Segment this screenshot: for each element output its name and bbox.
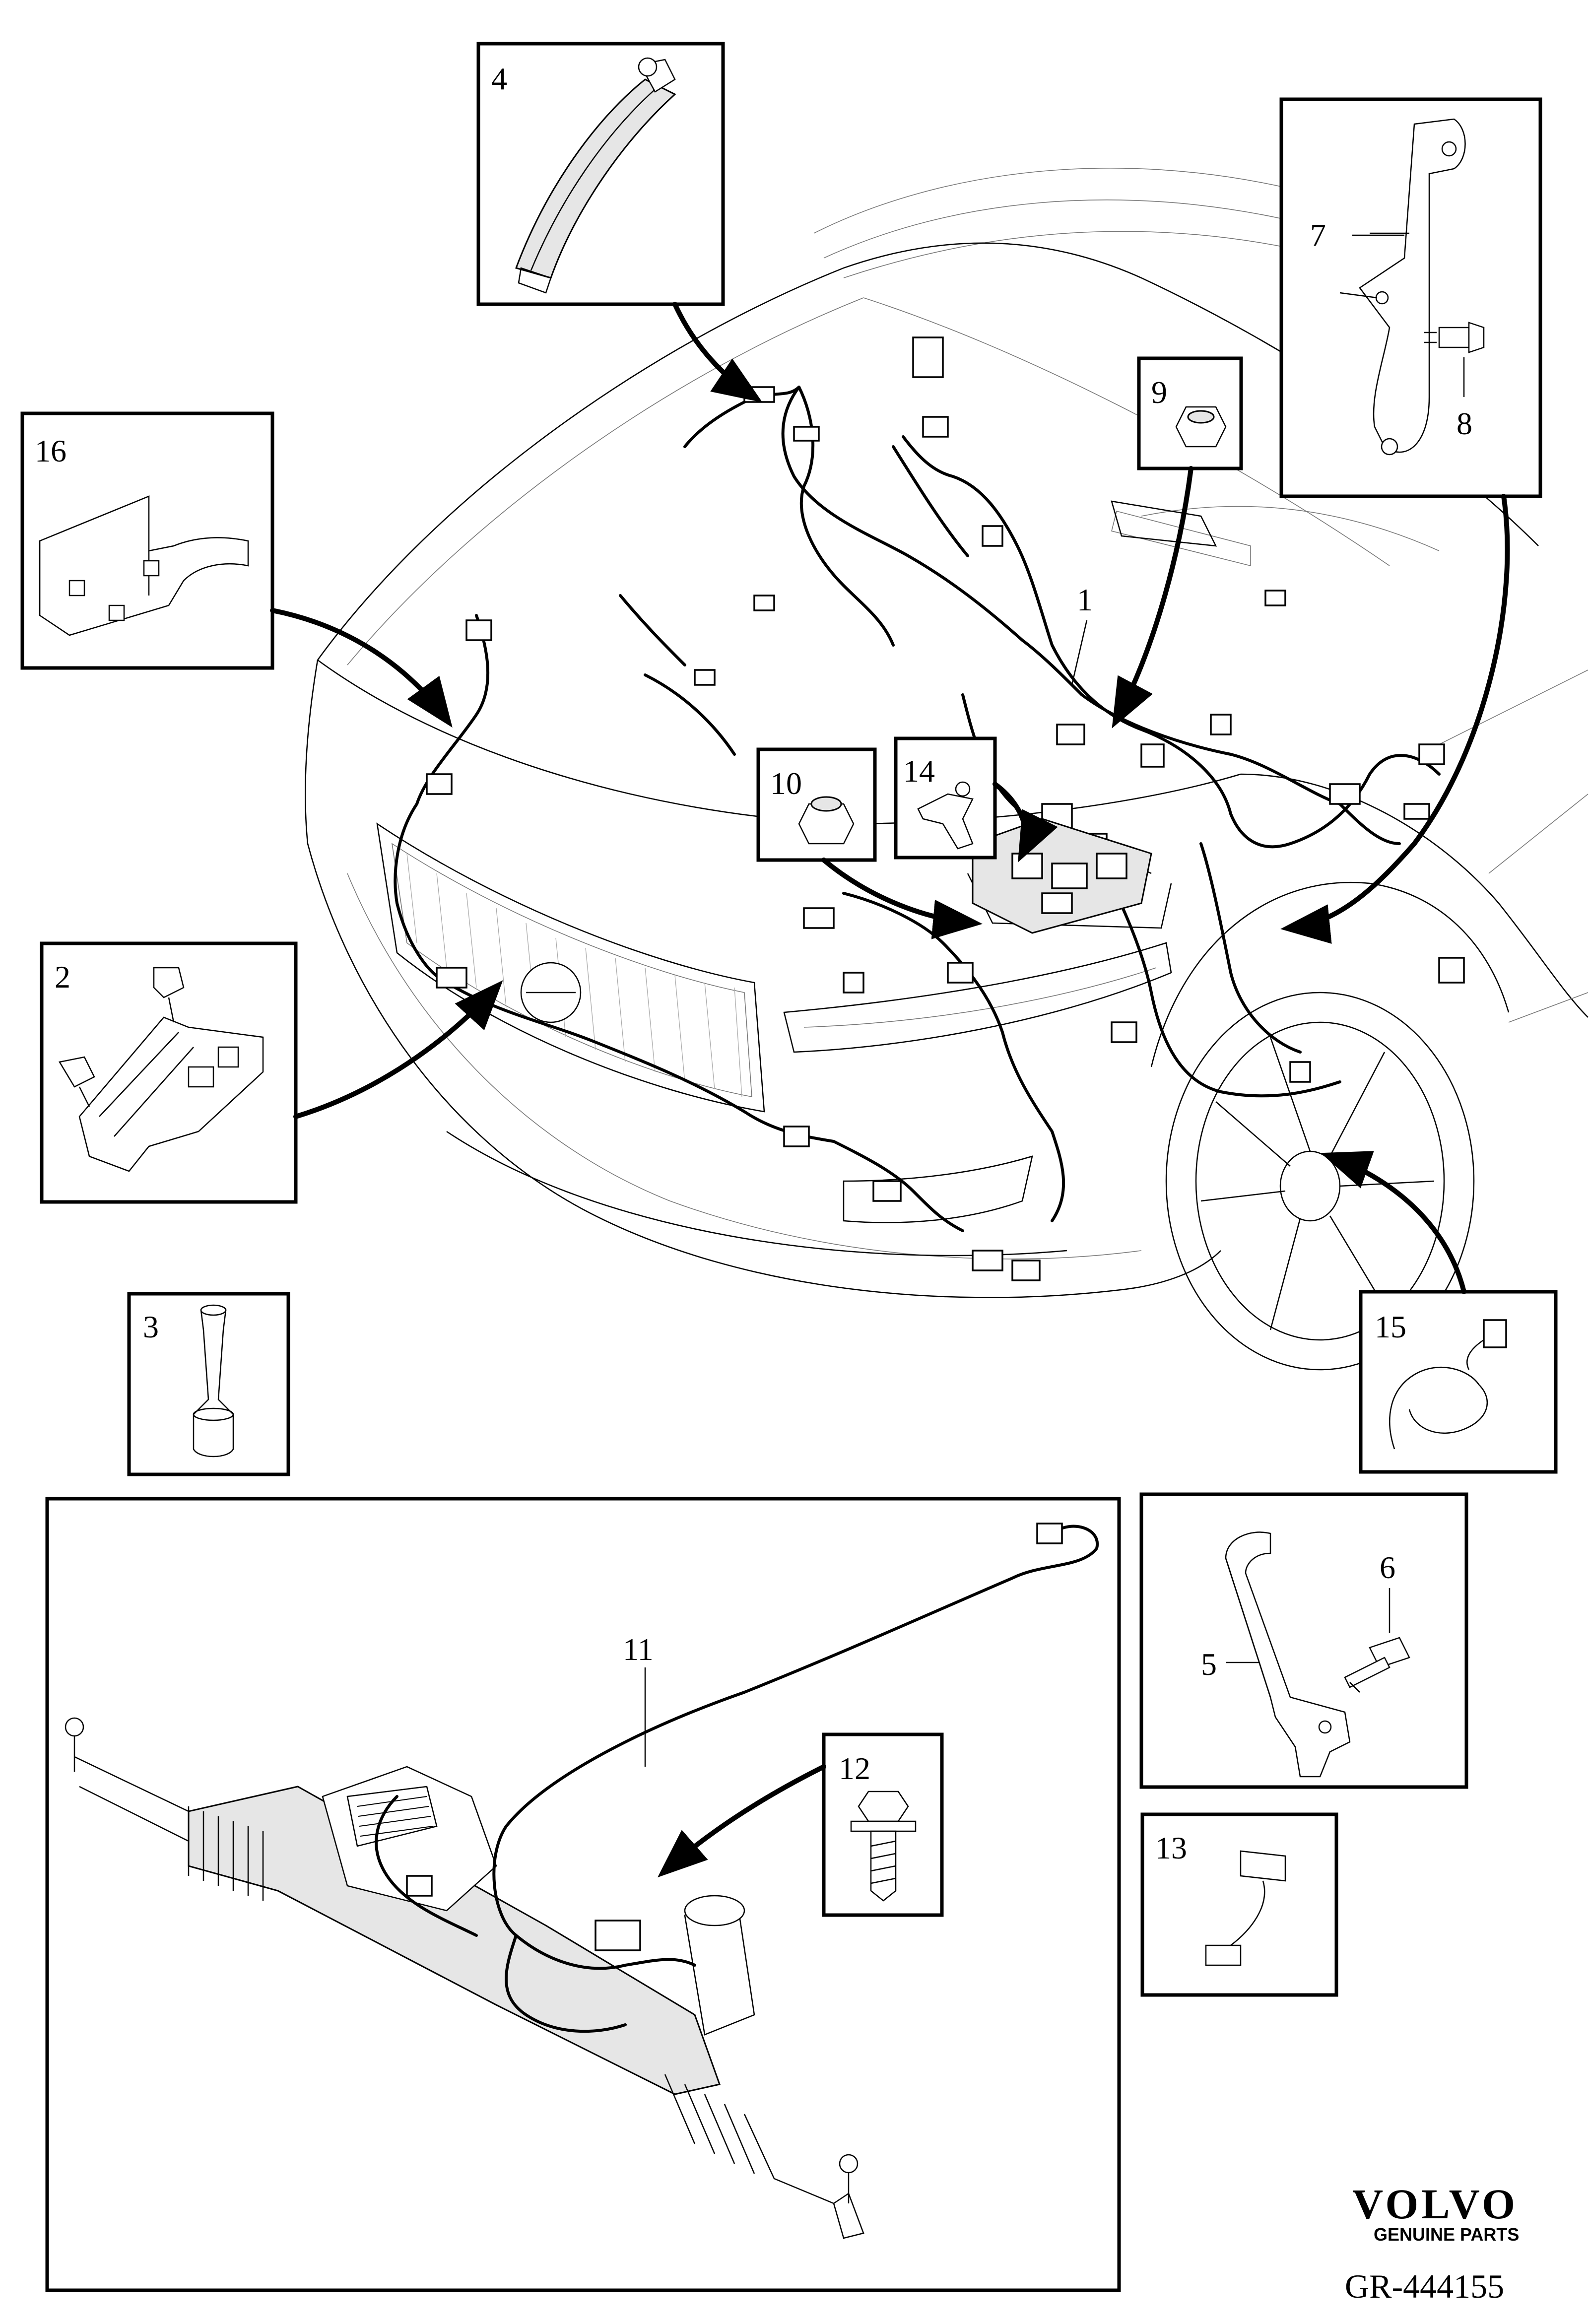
leader-arrow-10 bbox=[821, 858, 983, 939]
callout-16: 16 bbox=[35, 433, 66, 468]
detail-box-7-8: 7 8 bbox=[1279, 97, 1542, 498]
callout-12: 12 bbox=[839, 1751, 870, 1786]
detail-box-5-6: 6 5 bbox=[1139, 1492, 1468, 1789]
callout-1: 1 bbox=[1077, 582, 1093, 617]
callout-7: 7 bbox=[1310, 217, 1326, 253]
leader-arrow-9 bbox=[1112, 466, 1193, 729]
relay-box bbox=[972, 818, 1152, 934]
leader-arrow-12 bbox=[657, 1764, 826, 1878]
callout-11: 11 bbox=[623, 1632, 654, 1667]
diagram-reference: GR-444155 bbox=[1345, 2267, 1504, 2305]
callout-9: 9 bbox=[1151, 375, 1167, 410]
branding-block: VOLVO GENUINE PARTS GR-444155 bbox=[1345, 2180, 1519, 2305]
callout-4: 4 bbox=[491, 61, 507, 96]
detail-box-13: 13 bbox=[1140, 1812, 1338, 1997]
callout-5: 5 bbox=[1201, 1647, 1217, 1682]
callout-10: 10 bbox=[770, 766, 802, 801]
callout-3: 3 bbox=[143, 1309, 159, 1344]
detail-box-15: 15 bbox=[1359, 1290, 1558, 1474]
detail-box-12: 12 bbox=[822, 1732, 944, 1917]
callout-6: 6 bbox=[1380, 1550, 1395, 1585]
callout-15: 15 bbox=[1375, 1309, 1406, 1344]
leader-arrow-16 bbox=[270, 608, 453, 728]
detail-box-10: 10 bbox=[756, 747, 877, 862]
detail-box-4: 4 bbox=[476, 42, 725, 306]
leader-arrow-7-8 bbox=[1280, 494, 1510, 944]
callout-13: 13 bbox=[1155, 1830, 1187, 1865]
callout-8: 8 bbox=[1457, 406, 1472, 441]
detail-box-11: 11 bbox=[45, 1497, 1121, 2292]
detail-box-3: 3 bbox=[127, 1292, 290, 1476]
main-wiring-harness bbox=[394, 336, 1465, 1281]
leader-arrow-14 bbox=[993, 782, 1058, 863]
detail-box-16: 16 bbox=[20, 411, 274, 670]
detail-box-14: 14 bbox=[894, 736, 997, 860]
leader-arrow-2 bbox=[293, 980, 503, 1119]
callout-14: 14 bbox=[903, 753, 935, 789]
leader-arrow-15 bbox=[1321, 1151, 1466, 1294]
leader-arrow-4 bbox=[672, 302, 763, 403]
volvo-wordmark: VOLVO bbox=[1352, 2180, 1518, 2228]
genuine-parts-label: GENUINE PARTS bbox=[1374, 2224, 1519, 2245]
detail-box-2: 2 bbox=[40, 941, 298, 1204]
callout-2: 2 bbox=[55, 959, 70, 995]
detail-box-9: 9 bbox=[1137, 356, 1243, 470]
